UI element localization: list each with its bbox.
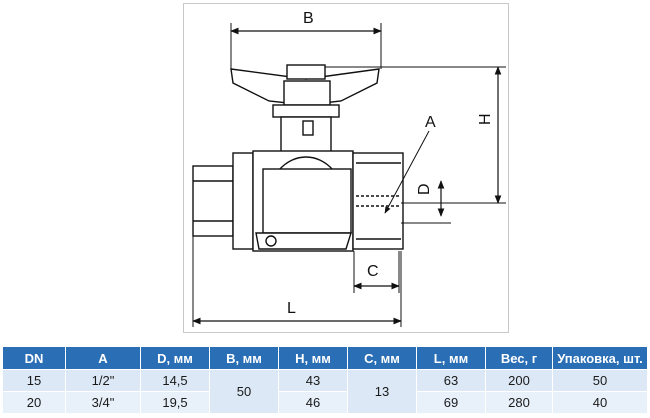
label-c: C — [367, 263, 379, 280]
cell-a: 1/2" — [65, 369, 141, 392]
table-header-row: DN A D, мм B, мм H, мм C, мм L, мм Вес, … — [2, 346, 648, 370]
cell-a: 3/4" — [65, 391, 141, 414]
cell-d: 19,5 — [140, 391, 210, 414]
cell-l: 69 — [416, 391, 486, 414]
label-a: A — [425, 114, 436, 131]
cell-dn: 15 — [2, 369, 66, 392]
col-header-dn: DN — [2, 346, 66, 370]
col-header-d: D, мм — [140, 346, 210, 370]
cell-l: 63 — [416, 369, 486, 392]
col-header-c: C, мм — [347, 346, 417, 370]
table-row: 15 1/2" 14,5 50 43 13 63 200 50 — [2, 369, 648, 414]
table-row: 20 3/4" 19,5 46 69 280 40 — [2, 391, 648, 414]
valve-body-shape — [192, 150, 404, 252]
label-h: H — [477, 113, 494, 125]
cell-dn: 20 — [2, 391, 66, 414]
cell-weight: 280 — [485, 391, 553, 414]
cell-pack: 40 — [552, 391, 648, 414]
cell-c-merged: 13 — [347, 369, 417, 414]
cell-h: 43 — [278, 369, 348, 392]
cell-d: 14,5 — [140, 369, 210, 392]
label-b: B — [303, 10, 314, 27]
label-l: L — [287, 300, 296, 317]
col-header-a: A — [65, 346, 141, 370]
cell-weight: 200 — [485, 369, 553, 392]
handle-shape — [230, 64, 380, 154]
spec-table: DN A D, мм B, мм H, мм C, мм L, мм Вес, … — [2, 346, 648, 414]
cell-pack: 50 — [552, 369, 648, 392]
col-header-pack: Упаковка, шт. — [552, 346, 648, 370]
valve-drawing: B H A D C L — [192, 10, 506, 327]
drawing-frame: B H A D C L — [183, 3, 509, 333]
col-header-h: H, мм — [278, 346, 348, 370]
col-header-b: B, мм — [209, 346, 279, 370]
col-header-l: L, мм — [416, 346, 486, 370]
cell-b-merged: 50 — [209, 369, 279, 414]
label-d: D — [416, 183, 433, 195]
col-header-weight: Вес, г — [485, 346, 553, 370]
cell-h: 46 — [278, 391, 348, 414]
